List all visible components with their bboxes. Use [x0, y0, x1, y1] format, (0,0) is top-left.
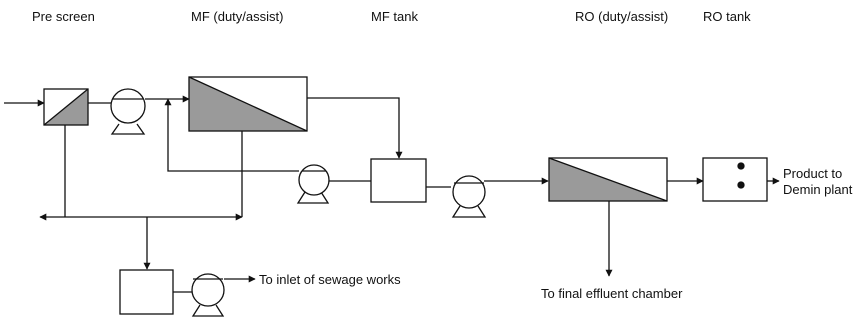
- label-mf: MF (duty/assist): [191, 9, 283, 24]
- ro-tank: [702, 157, 768, 202]
- pump-backwash: [296, 164, 330, 204]
- pump-sewage: [191, 273, 225, 317]
- label-product-line2: Demin plant: [783, 182, 853, 197]
- label-sewage-outlet: To inlet of sewage works: [259, 272, 401, 287]
- pump-mf-feed: [110, 88, 146, 135]
- label-ro: RO (duty/assist): [575, 9, 668, 24]
- label-ro-tank: RO tank: [703, 9, 751, 24]
- label-mf-tank: MF tank: [371, 9, 418, 24]
- waste-sump-tank: [119, 269, 174, 315]
- mf-membrane-unit: [188, 76, 308, 132]
- label-pre-screen: Pre screen: [32, 9, 95, 24]
- ro-membrane-unit: [548, 157, 668, 202]
- mf-tank: [370, 158, 427, 203]
- pre-screen-unit: [43, 88, 89, 126]
- pump-ro-feed: [451, 175, 487, 218]
- label-effluent-outlet: To final effluent chamber: [541, 286, 683, 301]
- line-backwash-return: [164, 98, 299, 172]
- label-product-line1: Product to: [783, 166, 842, 181]
- line-mf-to-tank: [307, 97, 403, 159]
